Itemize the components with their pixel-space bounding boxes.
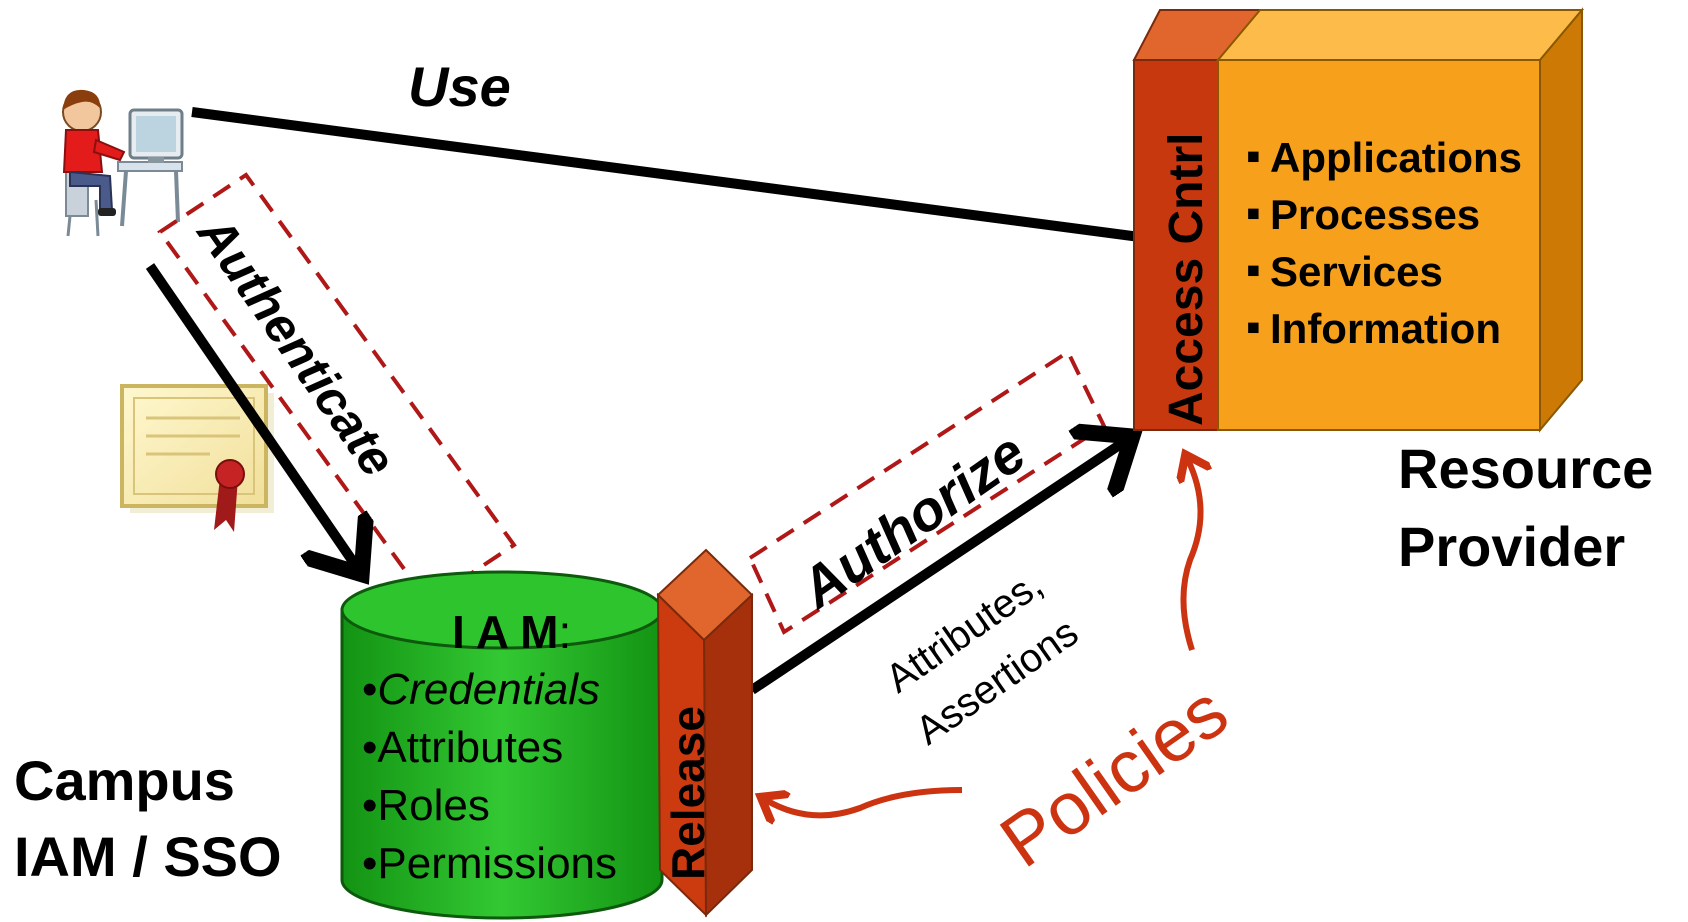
resource-item-bullet: ▪ <box>1246 132 1261 179</box>
resource-item-services: Services <box>1270 248 1443 295</box>
iam-title: I A M: <box>452 606 571 658</box>
authenticate-arrow <box>145 263 356 566</box>
iam-item-credentials-text: Credentials <box>377 665 600 714</box>
resource-provider-box <box>1132 7 1585 433</box>
resource-item-processes: Processes <box>1270 191 1480 238</box>
resource-items-list: ▪ Applications ▪ Processes ▪ Services ▪ … <box>1246 132 1522 352</box>
authorize-arrow <box>749 442 1124 695</box>
iam-item-attributes: •Attributes <box>362 723 563 772</box>
iam-item-permissions: •Permissions <box>362 839 617 888</box>
resource-provider-title-line1: Resource <box>1398 437 1653 500</box>
resource-item-bullet: ▪ <box>1246 189 1261 236</box>
iam-title-text: I A M <box>452 606 558 658</box>
iam-item-bullet: • <box>362 781 377 830</box>
iam-item-bullet: • <box>362 839 377 888</box>
authenticate-dashed-box <box>157 172 517 605</box>
policy-arrow-to-access-control <box>1183 460 1200 651</box>
iam-item-roles: •Roles <box>362 781 490 830</box>
iam-item-bullet: • <box>362 723 377 772</box>
iam-items-list: •Credentials •Attributes •Roles •Permiss… <box>362 665 617 888</box>
use-arrow <box>191 107 1238 250</box>
release-label: Release <box>662 706 714 880</box>
iam-item-permissions-text: Permissions <box>377 839 617 888</box>
resource-item-information: Information <box>1270 305 1501 352</box>
user-at-computer-icon <box>62 89 184 237</box>
campus-title-line1: Campus <box>14 749 235 812</box>
access-control-label: Access Cntrl <box>1160 133 1213 426</box>
iam-item-credentials: •Credentials <box>362 665 600 714</box>
release-slab <box>656 548 754 918</box>
iam-item-attributes-text: Attributes <box>377 723 563 772</box>
resource-item-bullet: ▪ <box>1246 303 1261 350</box>
campus-title-line2: IAM / SSO <box>14 825 282 888</box>
policies-label: Policies <box>986 669 1242 883</box>
use-label: Use <box>408 55 511 118</box>
resource-item-bullet: ▪ <box>1246 246 1261 293</box>
resource-provider-title-line2: Provider <box>1398 515 1625 578</box>
resource-item-applications: Applications <box>1270 134 1522 181</box>
policy-arrow-to-release <box>766 787 963 815</box>
iam-title-suffix: : <box>558 606 571 658</box>
iam-item-bullet: • <box>362 665 377 714</box>
iam-item-roles-text: Roles <box>377 781 490 830</box>
